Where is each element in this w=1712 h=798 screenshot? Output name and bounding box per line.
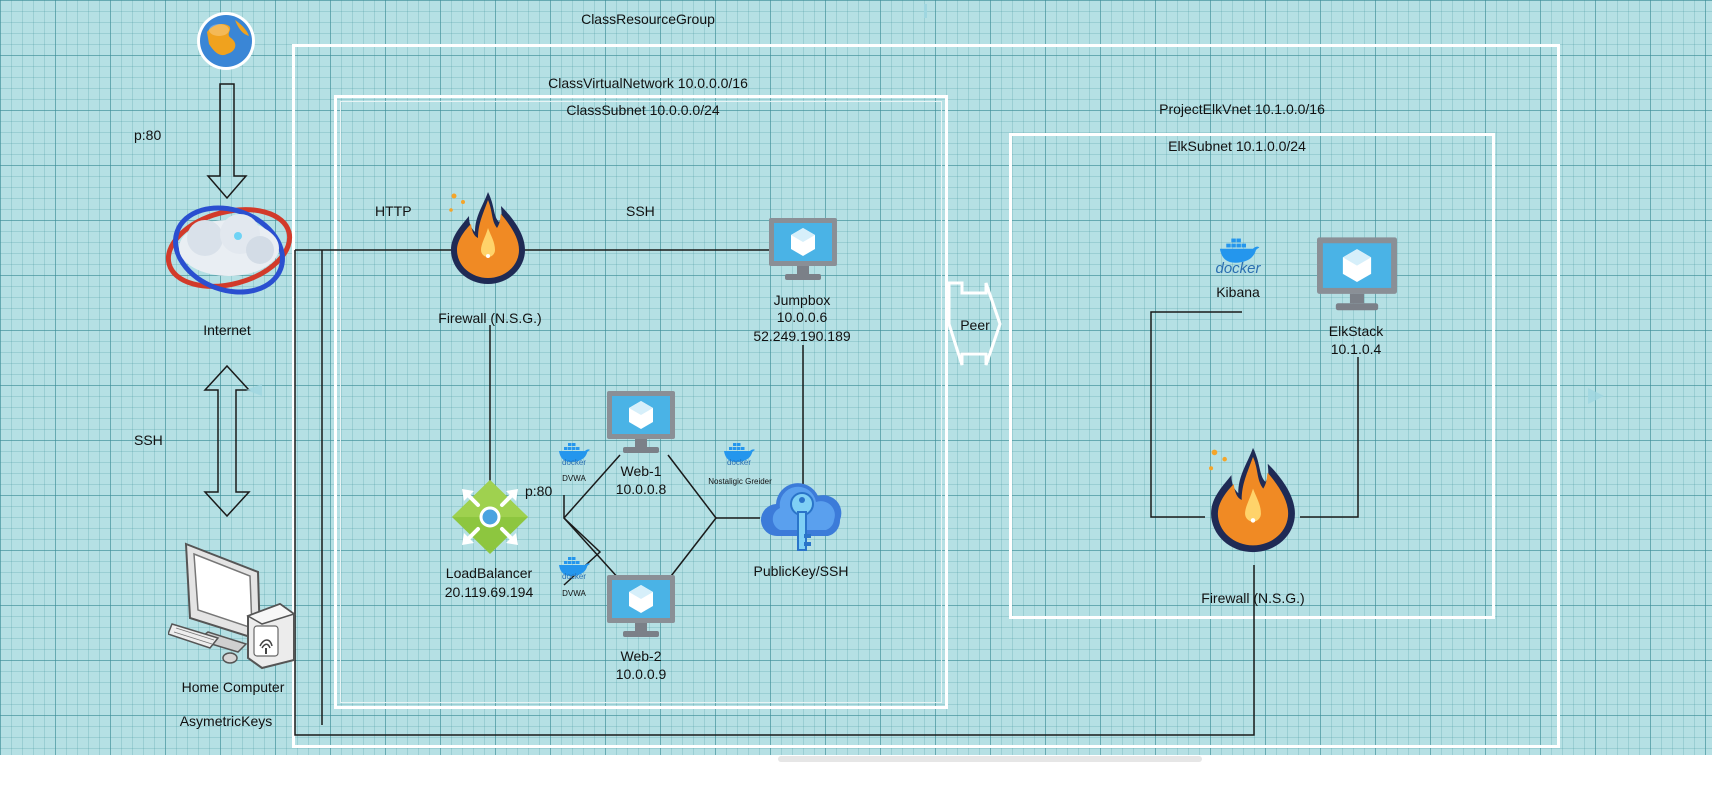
publickey-label: PublicKey/SSH [753, 563, 849, 579]
diagram-canvas: docker docker docker docker DVWA DVWA No… [0, 0, 1712, 755]
web2-name-label: Web-2 [620, 648, 662, 664]
docker-word-kibana: docker [1215, 260, 1261, 277]
web2-vm-icon [607, 575, 675, 637]
top-marker [924, 4, 927, 18]
dvwa-label-2: DVWA [562, 589, 586, 598]
ssh-left-label: SSH [134, 432, 163, 448]
web1-ip-label: 10.0.0.8 [615, 481, 667, 497]
loadbalancer-ip-label: 20.119.69.194 [444, 584, 534, 600]
elkstack-ip-label: 10.1.0.4 [1330, 341, 1382, 357]
docker-word-3: docker [726, 458, 752, 467]
elk-subnet-box [1009, 133, 1495, 619]
web1-vm-icon [607, 391, 675, 453]
jumpbox-vm-icon [769, 218, 837, 280]
web2-key-line [667, 517, 717, 581]
class-subnet-box [334, 95, 948, 709]
elk-right-loop [1300, 357, 1359, 518]
loadbalancer-name-label: LoadBalancer [445, 565, 533, 581]
jumpbox-private-ip-label: 10.0.0.6 [776, 309, 828, 325]
web1-key-line [667, 454, 717, 519]
jumpbox-name-label: Jumpbox [773, 292, 831, 308]
internet-label: Internet [203, 322, 251, 338]
kibana-label: Kibana [1216, 284, 1260, 300]
elkstack-name-label: ElkStack [1328, 323, 1384, 339]
elk-vnet-label: ProjectElkVnet 10.1.0.0/16 [1159, 101, 1325, 117]
firewall-class-label: Firewall (N.S.G.) [438, 310, 542, 326]
firewall-flame-icon [449, 192, 525, 284]
outer-loop-line [294, 250, 1255, 736]
class-subnet-inner-border [340, 101, 942, 703]
load-balancer-icon [452, 480, 528, 554]
dvwa-label-1: DVWA [562, 474, 586, 483]
elk-subnet-label: ElkSubnet 10.1.0.0/24 [1168, 138, 1306, 154]
http-label: HTTP [375, 203, 412, 219]
web2-ip-label: 10.0.0.9 [615, 666, 667, 682]
port-80-lb-label: p:80 [525, 483, 553, 499]
home-computer-icon [168, 542, 296, 670]
globe-icon [197, 12, 255, 70]
nostalgic-label: Nostaligic Greider [708, 477, 772, 486]
ssh-top-label: SSH [626, 203, 655, 219]
docker-dvwa-1-icon [559, 443, 590, 462]
class-vnet-label: ClassVirtualNetwork 10.0.0.0/16 [548, 75, 748, 91]
port-80-top-label: p:80 [134, 127, 162, 143]
docker-nostalgic-icon [724, 443, 755, 462]
horizontal-scrollbar[interactable] [778, 756, 1202, 762]
asymmetric-keys-label: AsymetricKeys [179, 713, 273, 729]
docker-dvwa-2-icon [559, 557, 590, 576]
lb-web2-line [563, 517, 621, 581]
double-arrow-icon [203, 364, 251, 518]
public-key-cloud-icon [760, 483, 842, 551]
peer-arrow-icon [947, 281, 1002, 366]
elkstack-vm-icon [1317, 237, 1397, 311]
lb-web1-line [563, 454, 621, 519]
class-subnet-label: ClassSubnet 10.0.0.0/24 [566, 102, 720, 118]
firewall-elk-label: Firewall (N.S.G.) [1201, 590, 1305, 606]
peer-label: Peer [960, 317, 990, 333]
firewall-flame-icon-elk [1209, 447, 1295, 553]
down-arrow-icon [206, 83, 248, 200]
internet-cloud-icon [165, 205, 293, 295]
resource-group-box [292, 44, 1560, 748]
web1-name-label: Web-1 [620, 463, 662, 479]
elk-left-loop [1150, 311, 1242, 518]
faint-arrow-icon [246, 384, 1604, 404]
resource-group-label: ClassResourceGroup [581, 11, 715, 27]
docker-word-1: docker [561, 458, 587, 467]
docker-word-2: docker [561, 572, 587, 581]
docker-kibana-icon [1219, 238, 1260, 263]
jumpbox-public-ip-label: 52.249.190.189 [753, 328, 851, 344]
home-computer-label: Home Computer [181, 679, 285, 695]
